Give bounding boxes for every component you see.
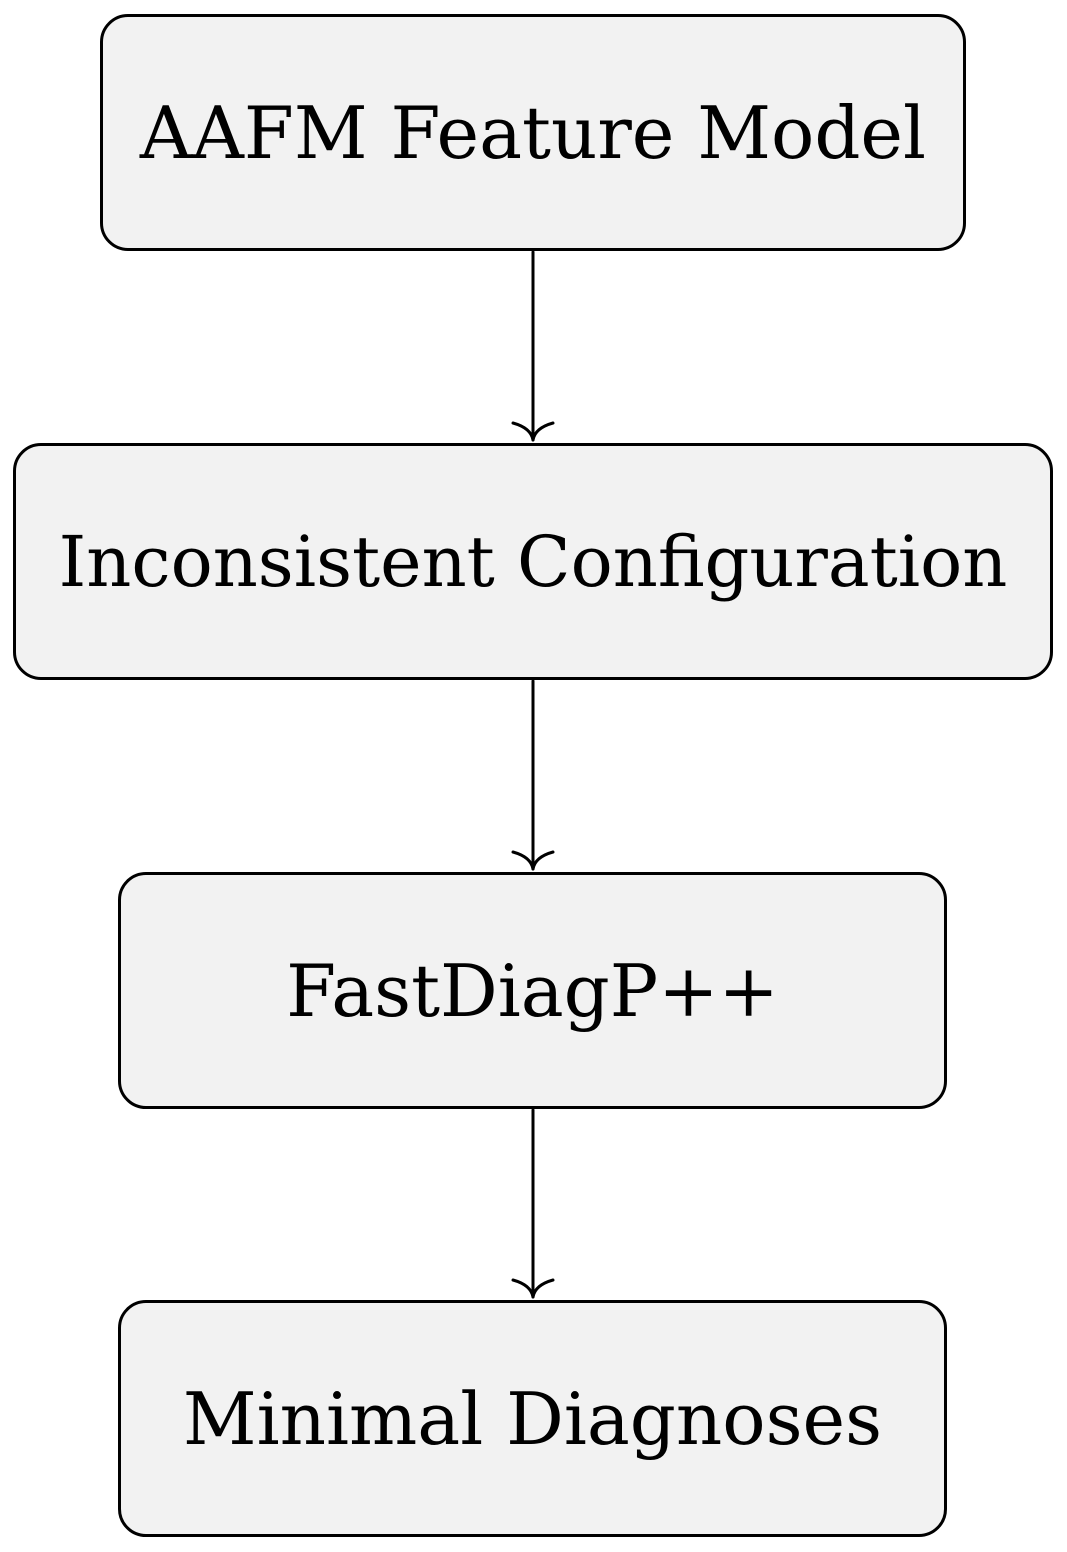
node-label: FastDiagP++ [286, 948, 779, 1033]
edge-inconsistent-to-fastdiagp [511, 679, 555, 871]
node-label: Minimal Diagnoses [182, 1376, 883, 1461]
edge-fastdiagp-to-minimal [511, 1108, 555, 1299]
node-fastdiagp: FastDiagP++ [118, 872, 947, 1109]
node-label: Inconsistent Configuration [58, 520, 1008, 603]
edge-aafm-to-inconsistent [511, 250, 555, 442]
node-minimal-diagnoses: Minimal Diagnoses [118, 1300, 947, 1537]
node-inconsistent-configuration: Inconsistent Configuration [13, 443, 1053, 680]
node-aafm-feature-model: AAFM Feature Model [100, 14, 966, 251]
node-label: AAFM Feature Model [139, 90, 927, 175]
